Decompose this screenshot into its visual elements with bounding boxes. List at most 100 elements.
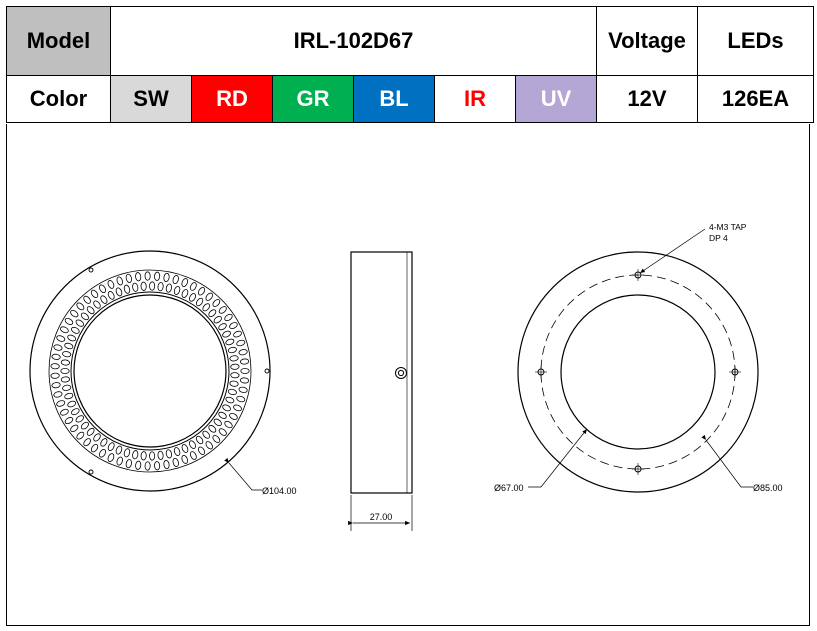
led-inner-16 xyxy=(140,451,147,461)
led-inner-17 xyxy=(132,450,139,460)
led-inner-52 xyxy=(189,293,196,302)
led-inner-38 xyxy=(80,312,89,321)
led-outer-16 xyxy=(144,461,151,471)
led-outer-53 xyxy=(197,287,206,296)
leds-label: LEDs xyxy=(697,6,814,76)
led-inner-37 xyxy=(75,319,84,327)
led-inner-0 xyxy=(230,372,240,379)
led-outer-57 xyxy=(224,313,233,322)
led-outer-6 xyxy=(224,420,233,429)
back-bolt-circle xyxy=(540,274,736,470)
led-outer-61 xyxy=(238,349,248,356)
led-outer-40 xyxy=(83,295,91,304)
side-connector-inner xyxy=(397,369,405,377)
led-outer-18 xyxy=(125,459,132,469)
led-inner-25 xyxy=(75,415,84,423)
led-outer-27 xyxy=(60,408,69,416)
led-inner-40 xyxy=(93,300,101,309)
led-outer-30 xyxy=(51,382,61,389)
led-outer-43 xyxy=(107,280,115,289)
led-inner-51 xyxy=(181,289,189,298)
led-outer-54 xyxy=(205,292,213,301)
led-array xyxy=(50,271,250,471)
front-led-ring-inner xyxy=(70,291,230,451)
led-inner-32 xyxy=(60,359,71,366)
led-inner-35 xyxy=(67,334,77,342)
back-view xyxy=(517,228,759,493)
led-outer-25 xyxy=(70,424,79,433)
led-inner-26 xyxy=(71,408,80,416)
led-inner-58 xyxy=(222,330,231,338)
led-inner-47 xyxy=(149,281,156,291)
front-view xyxy=(29,250,271,492)
led-outer-38 xyxy=(70,309,79,318)
led-inner-36 xyxy=(71,326,80,334)
tap-note-leader xyxy=(639,228,706,274)
led-inner-21 xyxy=(100,438,108,447)
led-inner-46 xyxy=(140,281,147,291)
color-swatch-sw: SW xyxy=(110,75,192,123)
voltage-label: Voltage xyxy=(596,6,698,76)
front-screw-hole-top xyxy=(88,267,94,273)
led-outer-20 xyxy=(107,453,115,462)
led-outer-51 xyxy=(181,278,188,287)
back-aperture xyxy=(560,294,716,450)
led-outer-62 xyxy=(239,358,250,365)
led-outer-19 xyxy=(116,456,123,466)
led-inner-11 xyxy=(181,444,189,453)
led-inner-3 xyxy=(225,396,235,404)
led-outer-48 xyxy=(154,271,161,281)
led-outer-11 xyxy=(189,451,197,460)
led-outer-15 xyxy=(154,461,161,471)
led-inner-4 xyxy=(222,404,231,412)
color-swatch-gr: GR xyxy=(272,75,354,123)
tap-note-line1: 4-M3 TAP xyxy=(709,222,747,232)
front-aperture xyxy=(73,294,227,448)
color-swatch-bl: BL xyxy=(353,75,435,123)
led-outer-12 xyxy=(181,455,188,464)
spec-table: Model IRL-102D67 Voltage LEDs Color SW R… xyxy=(6,6,814,123)
led-outer-45 xyxy=(125,273,132,283)
led-inner-5 xyxy=(218,411,227,419)
led-outer-33 xyxy=(51,353,61,360)
pcd-dim-leader xyxy=(701,434,753,488)
led-inner-8 xyxy=(202,430,211,439)
led-outer-4 xyxy=(233,404,242,412)
leds-value: 126EA xyxy=(697,75,814,123)
led-inner-33 xyxy=(62,351,72,358)
side-width-label: 27.00 xyxy=(370,512,393,522)
led-inner-31 xyxy=(60,367,70,374)
led-inner-60 xyxy=(227,346,237,354)
inner-diameter-label: Ø67.00 xyxy=(494,483,524,493)
led-inner-20 xyxy=(107,442,115,451)
led-inner-30 xyxy=(60,376,71,383)
led-outer-44 xyxy=(116,276,123,286)
led-outer-29 xyxy=(53,391,63,398)
side-connector-outer xyxy=(395,367,407,379)
led-outer-3 xyxy=(236,395,246,403)
led-outer-47 xyxy=(144,271,151,281)
led-outer-42 xyxy=(99,284,106,293)
led-outer-59 xyxy=(233,330,242,338)
led-outer-34 xyxy=(53,344,63,351)
led-inner-56 xyxy=(213,316,222,324)
front-led-ring-outer xyxy=(48,269,252,473)
led-outer-28 xyxy=(56,400,66,407)
inner-dim-leader xyxy=(528,428,588,488)
led-inner-22 xyxy=(93,433,101,442)
led-inner-61 xyxy=(229,355,239,362)
led-outer-10 xyxy=(197,446,206,455)
led-outer-36 xyxy=(60,326,69,334)
led-outer-5 xyxy=(229,412,238,420)
led-outer-21 xyxy=(99,449,106,458)
led-outer-14 xyxy=(163,459,170,470)
led-outer-23 xyxy=(83,438,91,447)
color-swatch-ir: IR xyxy=(434,75,516,123)
led-inner-42 xyxy=(107,291,115,300)
led-outer-41 xyxy=(90,289,99,299)
led-outer-46 xyxy=(135,272,142,282)
led-inner-55 xyxy=(208,309,217,318)
tap-holes xyxy=(535,269,741,475)
led-inner-23 xyxy=(86,427,95,436)
